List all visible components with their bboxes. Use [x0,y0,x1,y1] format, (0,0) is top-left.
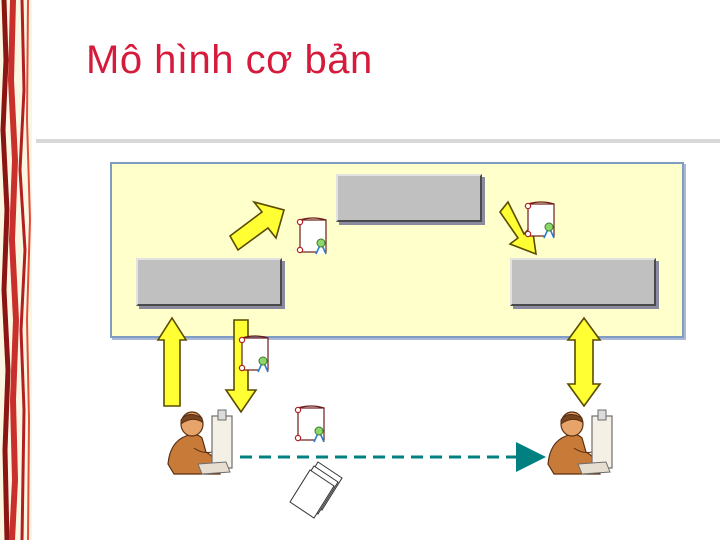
diagonal-arrow-up [230,202,284,250]
message-scroll-icon [297,218,326,254]
message-scroll-icon [295,406,324,442]
bidirectional-arrow-left [158,318,186,406]
person-at-desk-icon [548,410,612,474]
bidirectional-arrow-right [568,318,600,406]
person-at-desk-icon [168,410,232,474]
message-scroll-icon [525,202,554,238]
document-stack-icon [290,462,342,518]
message-scroll-icon [239,336,268,372]
